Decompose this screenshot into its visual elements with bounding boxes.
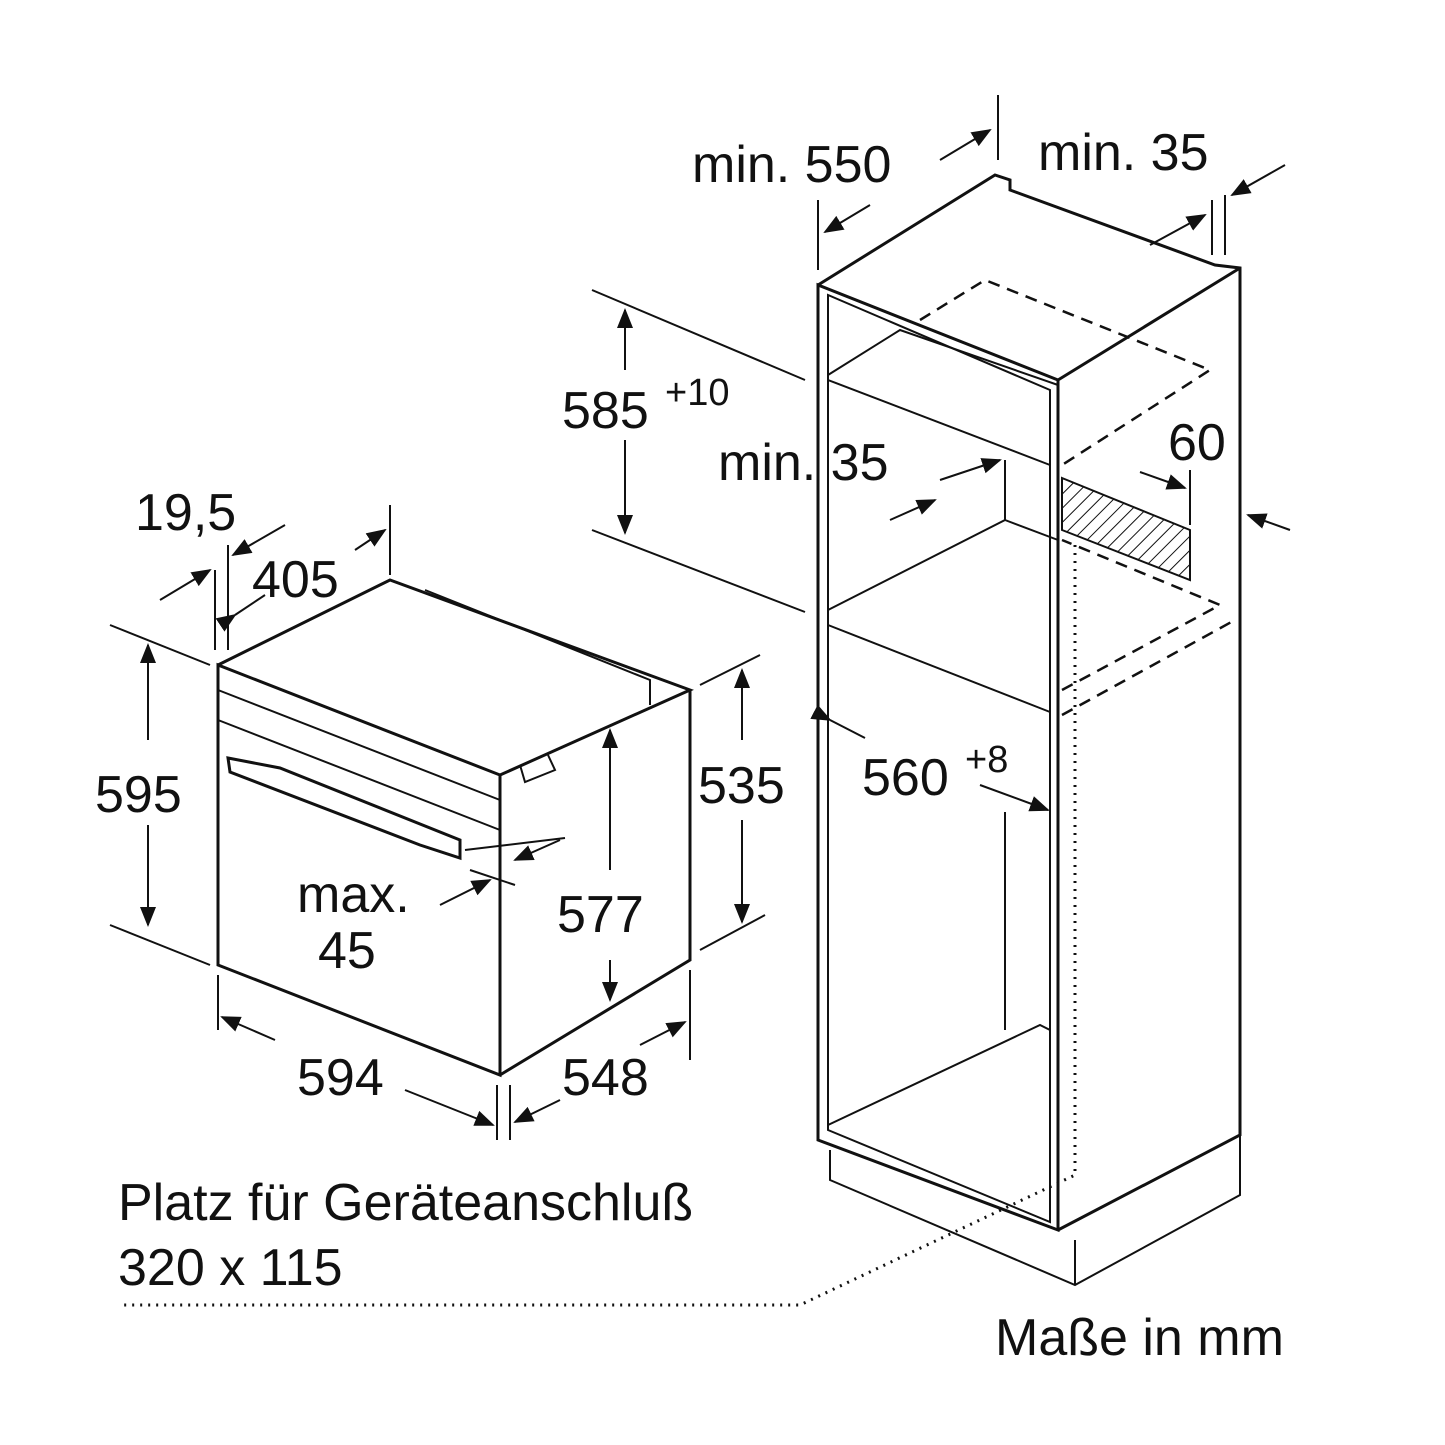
dimension-lines xyxy=(109,95,1291,1140)
label-connection-size: 320 x 115 xyxy=(118,1239,343,1297)
label-min-35-top: min. 35 xyxy=(1038,124,1209,182)
label-585: 585 xyxy=(562,382,649,440)
dimension-labels: min. 550 min. 35 585 +10 min. 35 60 19,5… xyxy=(95,124,1284,1367)
label-548: 548 xyxy=(562,1049,649,1107)
label-594: 594 xyxy=(297,1049,384,1107)
label-535: 535 xyxy=(698,757,785,815)
oven-drawing xyxy=(216,578,694,1078)
label-577: 577 xyxy=(557,886,644,944)
label-560: 560 xyxy=(862,749,949,807)
label-585-tolerance: +10 xyxy=(665,372,729,414)
label-45: 45 xyxy=(318,922,376,980)
label-405: 405 xyxy=(252,551,339,609)
label-560-tolerance: +8 xyxy=(965,739,1008,781)
cabinet-drawing xyxy=(120,173,1242,1307)
label-min-550: min. 550 xyxy=(692,136,891,194)
label-units: Maße in mm xyxy=(995,1309,1284,1367)
label-connection-space: Platz für Geräteanschluß xyxy=(118,1174,693,1232)
label-max: max. xyxy=(297,866,410,924)
label-min-35-mid: min. 35 xyxy=(718,434,889,492)
label-60: 60 xyxy=(1168,414,1226,472)
label-19-5: 19,5 xyxy=(135,484,236,542)
label-595: 595 xyxy=(95,766,182,824)
